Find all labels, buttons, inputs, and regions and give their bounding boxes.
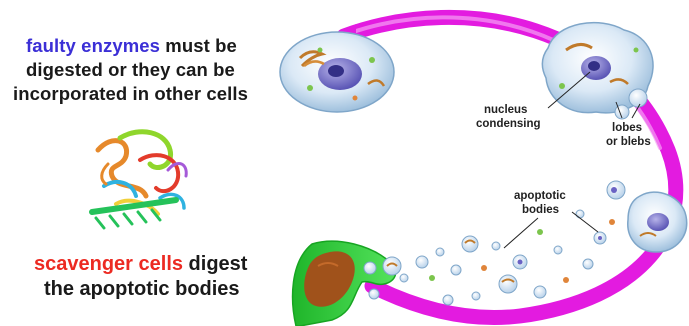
label-nucleus-line-1: nucleus <box>484 104 527 117</box>
label-nucleus-line-2: condensing <box>476 118 541 131</box>
healthy-cell <box>280 32 394 112</box>
bottom-caption-line-1-rest: digest <box>183 253 247 275</box>
label-apoptotic-line-2: bodies <box>522 204 559 217</box>
top-caption-line-1: faulty enzymes must be <box>26 34 237 57</box>
bottom-caption-line-1: scavenger cells digest <box>34 252 247 276</box>
top-caption-line-2: digested or they can be <box>26 58 235 81</box>
condensing-cell <box>542 23 653 119</box>
top-caption-line-3: incorporated in other cells <box>13 82 248 105</box>
bottom-caption-highlight: scavenger cells <box>34 253 183 275</box>
label-apoptotic-line-1: apoptotic <box>514 190 566 203</box>
bottom-caption-line-2: the apoptotic bodies <box>44 277 240 301</box>
top-caption-line-1-rest: must be <box>160 35 237 56</box>
top-caption-highlight: faulty enzymes <box>26 35 160 56</box>
fragmenting-cell <box>628 192 687 252</box>
scavenger-cell <box>293 241 401 326</box>
label-lobes-line-2: or blebs <box>606 136 651 149</box>
protein-structure <box>92 132 186 228</box>
pointer-apoptotic-a <box>504 218 538 248</box>
pointer-apoptotic-b <box>572 212 598 232</box>
apoptotic-bodies <box>400 181 625 305</box>
label-lobes-line-1: lobes <box>612 122 642 135</box>
